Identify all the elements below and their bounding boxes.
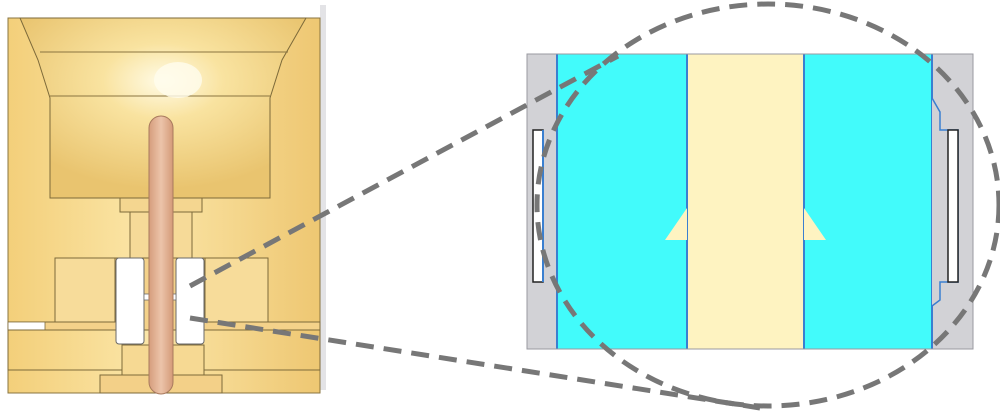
magnifier-circle [534, 1, 1000, 409]
center-pin [148, 115, 174, 395]
flared-cup [19, 17, 307, 199]
connector-body [7, 5, 326, 395]
callout-line-top [188, 53, 620, 289]
right-shoulder [204, 257, 269, 323]
barb-right [804, 208, 826, 240]
callout-line-bottom [189, 315, 761, 411]
insulator-right [175, 257, 205, 345]
zoom-frame [526, 53, 974, 350]
left-groove [7, 321, 46, 331]
dielectric-right [804, 54, 932, 349]
notch-right [947, 129, 959, 283]
insulator-left [115, 257, 145, 345]
center-conductor [687, 54, 804, 349]
zoom-detail [527, 54, 973, 349]
left-shoulder [54, 257, 116, 323]
barb-left [665, 208, 687, 240]
backdrop-edge [320, 5, 326, 390]
cup-highlight [154, 62, 202, 98]
magnifier-callout [188, 1, 1000, 411]
dielectric-left [557, 54, 687, 349]
